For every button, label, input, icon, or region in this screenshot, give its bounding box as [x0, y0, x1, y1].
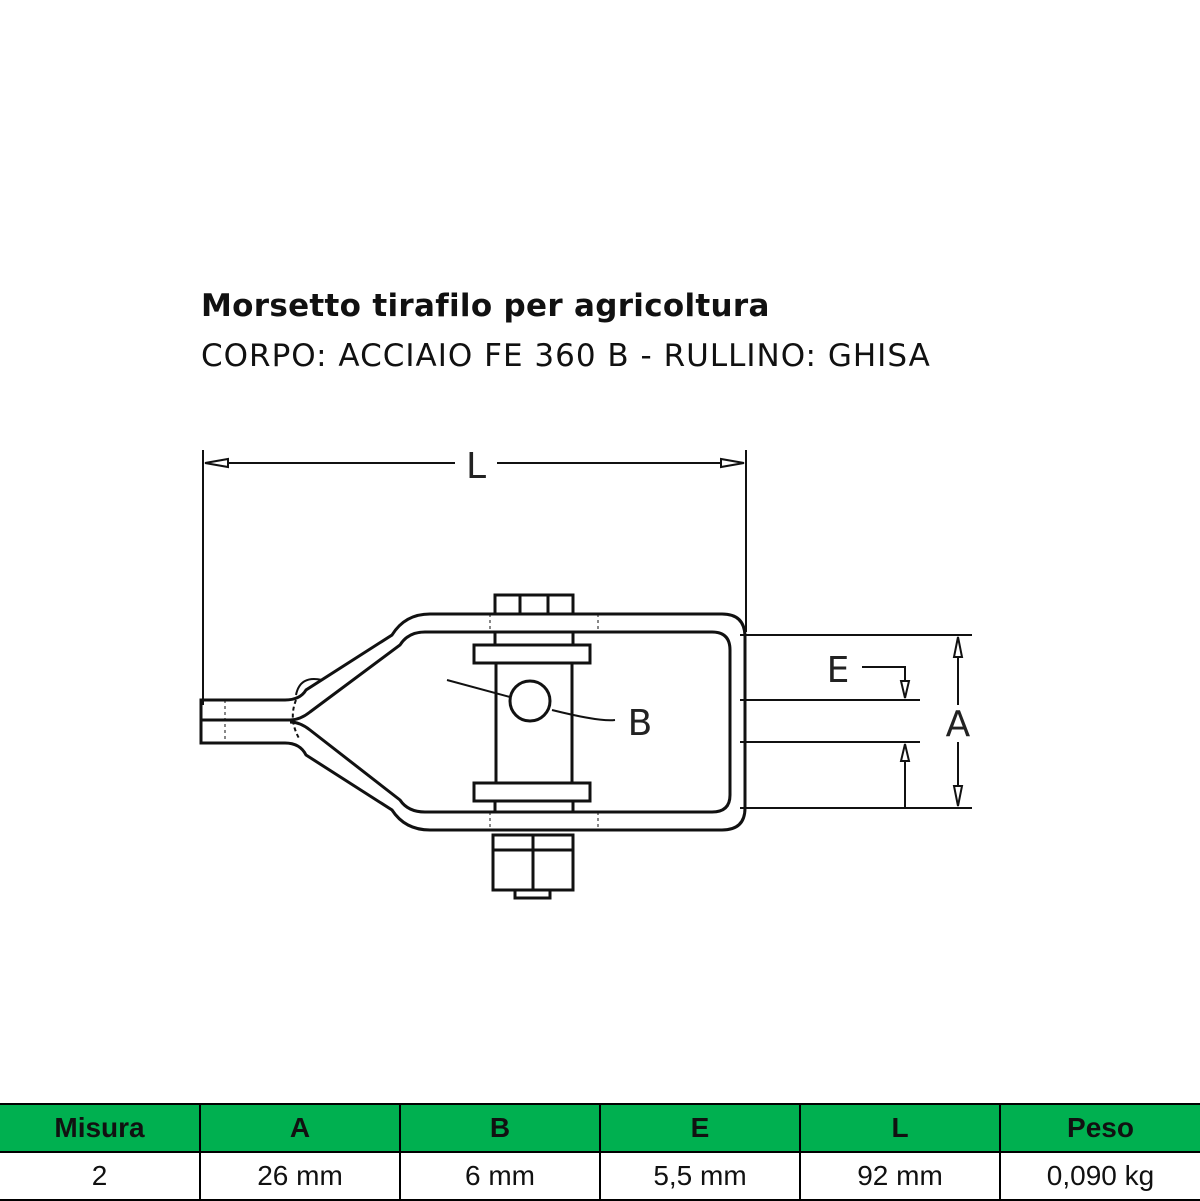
header-b: B — [399, 1103, 601, 1153]
label-e: E — [827, 650, 850, 691]
product-title: Morsetto tirafilo per agricoltura — [201, 288, 770, 324]
header-e: E — [599, 1103, 801, 1153]
bolt — [472, 593, 592, 900]
cell-e: 5,5 mm — [599, 1151, 801, 1201]
cell-peso: 0,090 kg — [999, 1151, 1200, 1201]
cell-l: 92 mm — [799, 1151, 1001, 1201]
specs-table: Misura A B E L Peso 2 26 mm 6 mm 5,5 mm … — [0, 1103, 1200, 1201]
header-misura: Misura — [0, 1103, 201, 1153]
material-subtitle: CORPO: ACCIAIO FE 360 B - RULLINO: GHISA — [201, 338, 931, 374]
cell-misura: 2 — [0, 1151, 201, 1201]
header-a: A — [199, 1103, 401, 1153]
label-l: L — [466, 446, 486, 487]
header-l: L — [799, 1103, 1001, 1153]
dimension-l — [202, 450, 747, 705]
technical-drawing: L A B E — [199, 446, 972, 900]
header-peso: Peso — [999, 1103, 1200, 1153]
dimension-a-e — [740, 634, 972, 809]
label-a: A — [946, 704, 971, 745]
table-row: 2 26 mm 6 mm 5,5 mm 92 mm 0,090 kg — [0, 1151, 1200, 1201]
cell-a: 26 mm — [199, 1151, 401, 1201]
table-header-row: Misura A B E L Peso — [0, 1103, 1200, 1153]
cell-b: 6 mm — [399, 1151, 601, 1201]
label-b: B — [628, 703, 653, 744]
